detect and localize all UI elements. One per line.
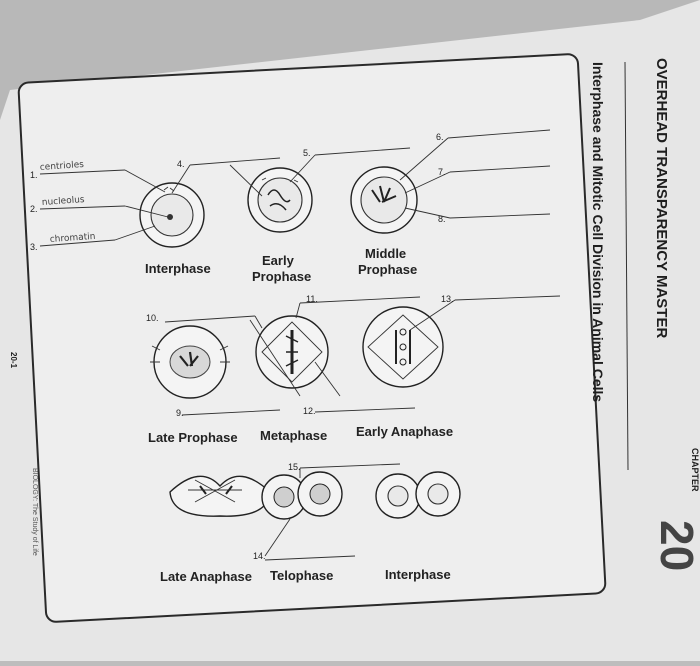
label-middle-prophase-1: Middle bbox=[365, 246, 406, 261]
blank-4-number: 4. bbox=[177, 159, 185, 169]
header-title: OVERHEAD TRANSPARENCY MASTER bbox=[653, 58, 670, 339]
label-early-prophase-2: Prophase bbox=[252, 269, 311, 284]
blank-8-number: 8. bbox=[438, 214, 446, 224]
header-subtitle: Interphase and Mitotic Cell Division in … bbox=[590, 62, 606, 403]
blank-6-number: 6. bbox=[436, 132, 444, 142]
cell-late-prophase bbox=[150, 325, 230, 399]
blank-7-number: 7. bbox=[438, 167, 446, 177]
label-early-prophase-1: Early bbox=[262, 253, 295, 268]
blank-9-number: 9. bbox=[176, 408, 184, 418]
cell-middle-prophase bbox=[350, 166, 418, 234]
label-telophase: Telophase bbox=[270, 568, 333, 583]
label-interphase: Interphase bbox=[145, 261, 211, 276]
label-early-anaphase: Early Anaphase bbox=[356, 424, 453, 439]
answer-1: centrioles bbox=[40, 160, 85, 173]
blank-14-number: 14. bbox=[253, 551, 266, 561]
blank-5-number: 5. bbox=[303, 148, 311, 158]
answer-2: nucleolus bbox=[42, 195, 86, 208]
blank-11-number: 11. bbox=[306, 294, 318, 304]
cell-metaphase bbox=[255, 315, 329, 389]
blank-2-number: 2. bbox=[30, 204, 38, 214]
label-interphase-end: Interphase bbox=[385, 567, 451, 582]
cell-early-anaphase bbox=[362, 306, 444, 388]
label-middle-prophase-2: Prophase bbox=[358, 262, 417, 277]
blank-13-number: 13. bbox=[441, 294, 454, 304]
cell-interphase-daughters bbox=[375, 471, 461, 519]
header-rule bbox=[624, 61, 629, 471]
page-number: 20-1 bbox=[9, 352, 18, 369]
label-late-prophase: Late Prophase bbox=[148, 430, 238, 445]
blank-10-number: 10. bbox=[146, 313, 159, 323]
chapter-word: CHAPTER bbox=[690, 448, 700, 492]
cell-telophase bbox=[261, 471, 343, 520]
blank-15-number: 15. bbox=[288, 462, 301, 472]
blank-12-number: 12. bbox=[303, 406, 316, 416]
label-lines bbox=[39, 129, 561, 561]
chapter-number: 20 bbox=[651, 520, 700, 572]
blank-1-number: 1. bbox=[30, 170, 38, 180]
answer-3: chromatin bbox=[50, 232, 96, 245]
label-metaphase: Metaphase bbox=[260, 428, 327, 443]
cell-interphase bbox=[139, 182, 205, 248]
cell-early-prophase bbox=[247, 167, 313, 233]
label-late-anaphase: Late Anaphase bbox=[160, 569, 252, 584]
book-title: BIOLOGY: The Study of Life bbox=[31, 468, 38, 556]
blank-3-number: 3. bbox=[30, 242, 38, 252]
